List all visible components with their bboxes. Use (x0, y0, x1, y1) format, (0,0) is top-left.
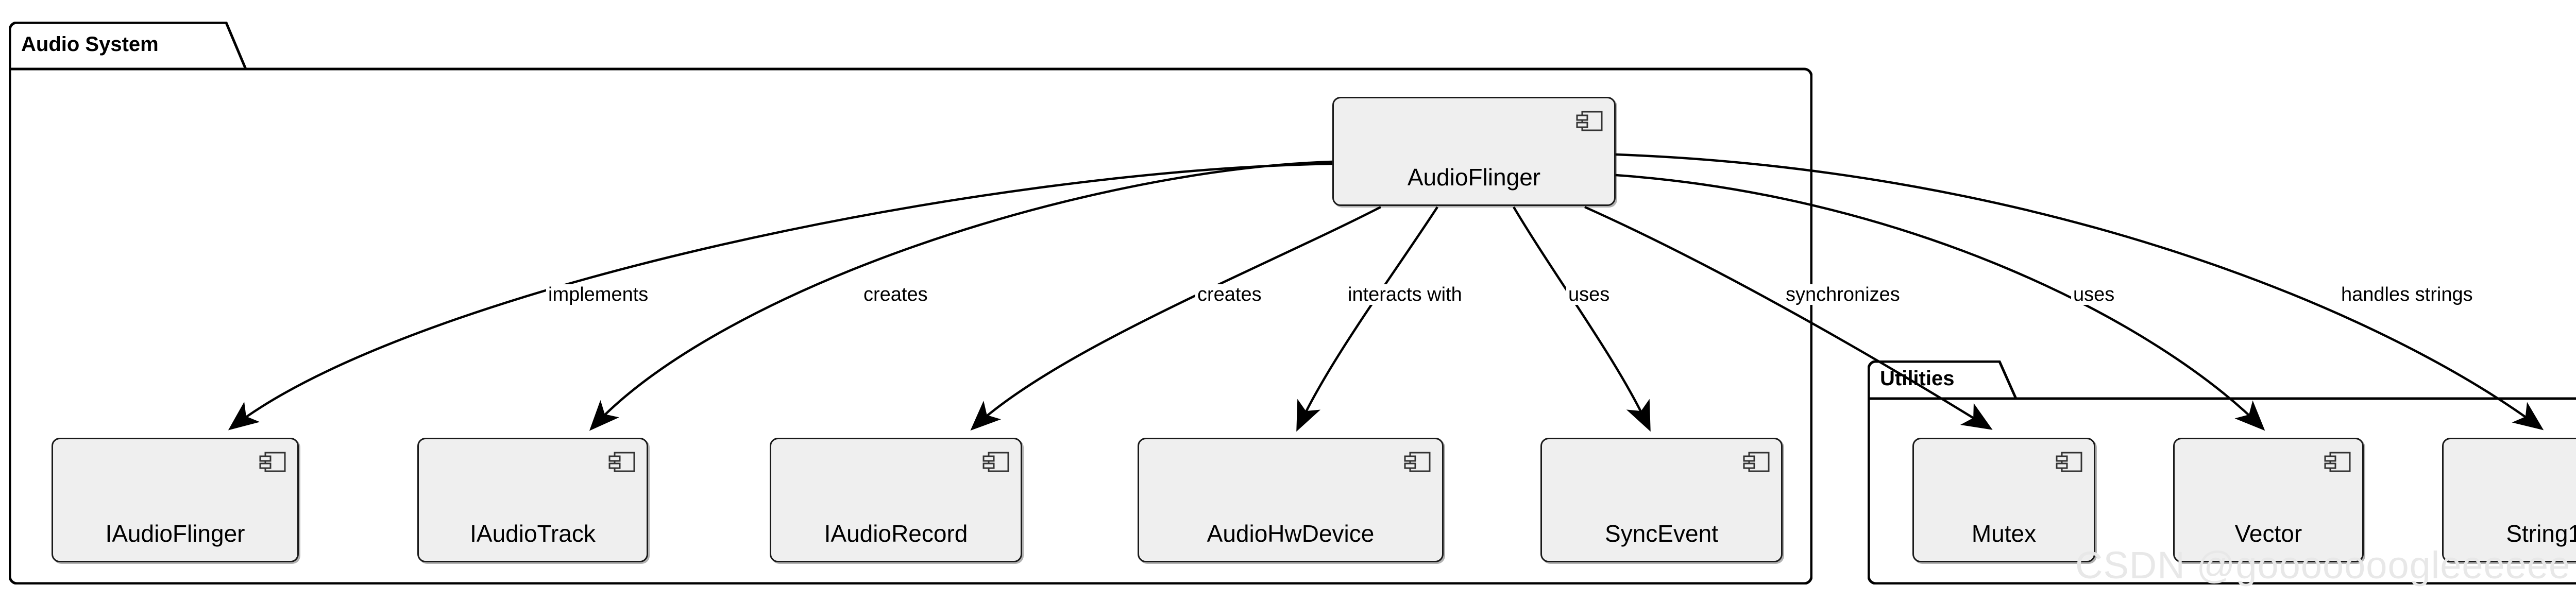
component-string16[interactable]: String16 (2442, 438, 2576, 562)
uml-component-icon (1576, 111, 1603, 131)
component-label: IAudioFlinger (105, 520, 245, 547)
edge-label-e2: creates (861, 284, 930, 305)
component-audiohwdevice[interactable]: AudioHwDevice (1138, 438, 1444, 562)
component-syncevent[interactable]: SyncEvent (1540, 438, 1783, 562)
uml-component-icon (982, 452, 1009, 472)
edge-label-e6: synchronizes (1784, 284, 1902, 305)
uml-component-icon (1404, 452, 1431, 472)
package-title-utilities: Utilities (1880, 367, 1955, 390)
component-label: IAudioRecord (824, 520, 968, 547)
component-label: AudioHwDevice (1207, 520, 1375, 547)
component-iaudiotrack[interactable]: IAudioTrack (417, 438, 648, 562)
edge-label-e5: uses (1566, 284, 1612, 305)
uml-component-icon (1743, 452, 1770, 472)
edge-label-e3: creates (1195, 284, 1264, 305)
edge-label-e4: interacts with (1346, 284, 1464, 305)
component-audioflinger[interactable]: AudioFlinger (1332, 97, 1616, 206)
component-iaudiorecord[interactable]: IAudioRecord (770, 438, 1022, 562)
component-label: Mutex (1971, 520, 2037, 547)
component-label: Vector (2234, 520, 2302, 547)
edge-label-e8: handles strings (2339, 284, 2475, 305)
uml-component-icon (608, 452, 635, 472)
component-vector[interactable]: Vector (2173, 438, 2364, 562)
uml-component-icon (2056, 452, 2082, 472)
package-title-audio-system: Audio System (21, 33, 159, 56)
watermark: CSDN @gooooooogleeeeee (2075, 544, 2571, 587)
uml-component-icon (259, 452, 286, 472)
component-mutex[interactable]: Mutex (1912, 438, 2095, 562)
component-iaudioflinger[interactable]: IAudioFlinger (52, 438, 299, 562)
component-label: IAudioTrack (470, 520, 596, 547)
component-label: AudioFlinger (1407, 164, 1541, 191)
edge-label-e7: uses (2071, 284, 2117, 305)
component-label: String16 (2506, 520, 2576, 547)
component-label: SyncEvent (1605, 520, 1718, 547)
uml-component-icon (2324, 452, 2351, 472)
edge-label-e1: implements (546, 284, 651, 305)
